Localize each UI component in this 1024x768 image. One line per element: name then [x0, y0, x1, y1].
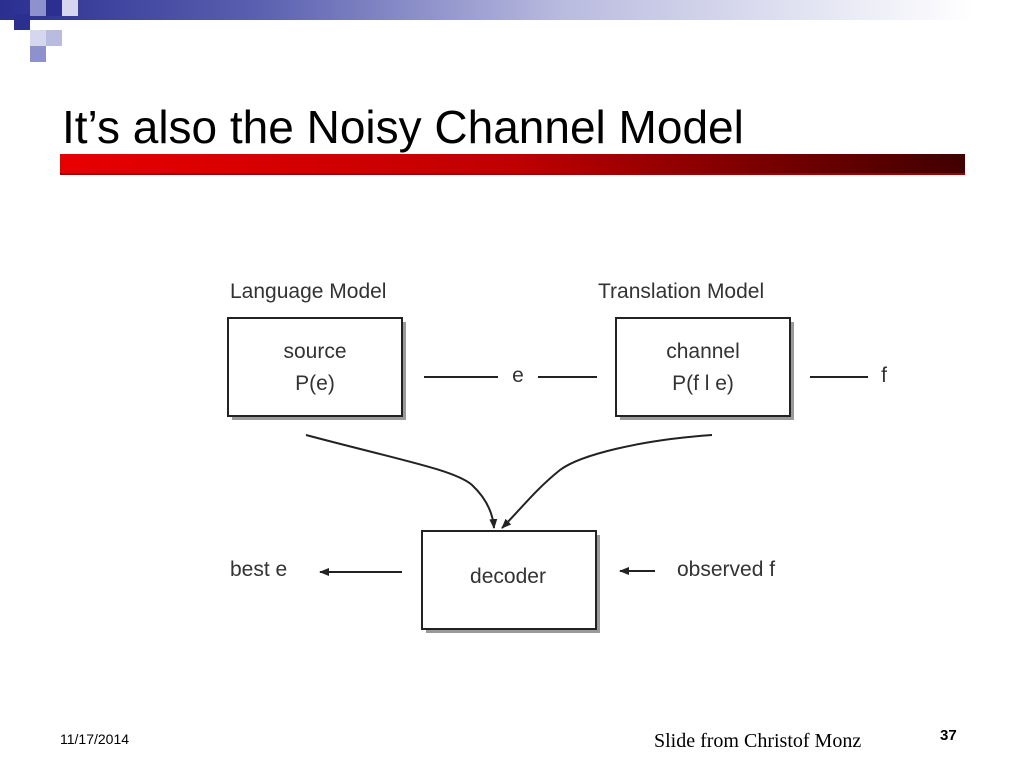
f-label: f [881, 364, 887, 387]
language-model-label: Language Model [230, 280, 386, 303]
e-label: e [512, 364, 524, 387]
channel-box: channel P(f l e) [615, 317, 794, 420]
translation-model-label: Translation Model [598, 280, 764, 303]
decoder-box: decoder [421, 530, 600, 633]
top-decor-band [0, 0, 1024, 20]
footer-date: 11/17/2014 [60, 731, 130, 747]
channel-prob-label: P(f l e) [672, 372, 734, 395]
channel-label: channel [666, 340, 740, 363]
source-box: source P(e) [227, 317, 406, 420]
best-e-label: best e [230, 558, 287, 581]
decor-square [62, 0, 78, 16]
decoder-label: decoder [470, 565, 546, 588]
title-underline-bar [60, 153, 965, 175]
decor-square [30, 30, 46, 46]
arrow-source-to-decoder [305, 434, 498, 529]
decor-square [46, 0, 62, 16]
decor-square [14, 14, 30, 30]
decor-square [30, 46, 46, 62]
page-number: 37 [940, 727, 957, 744]
source-prob-label: P(e) [295, 372, 335, 395]
decor-square [46, 30, 62, 46]
footer-credit: Slide from Christof Monz [654, 730, 862, 752]
source-label: source [283, 340, 346, 363]
slide-title: It’s also the Noisy Channel Model [62, 101, 744, 153]
decor-square [30, 0, 46, 16]
observed-f-label: observed f [677, 558, 775, 581]
arrow-channel-to-decoder [501, 434, 713, 529]
